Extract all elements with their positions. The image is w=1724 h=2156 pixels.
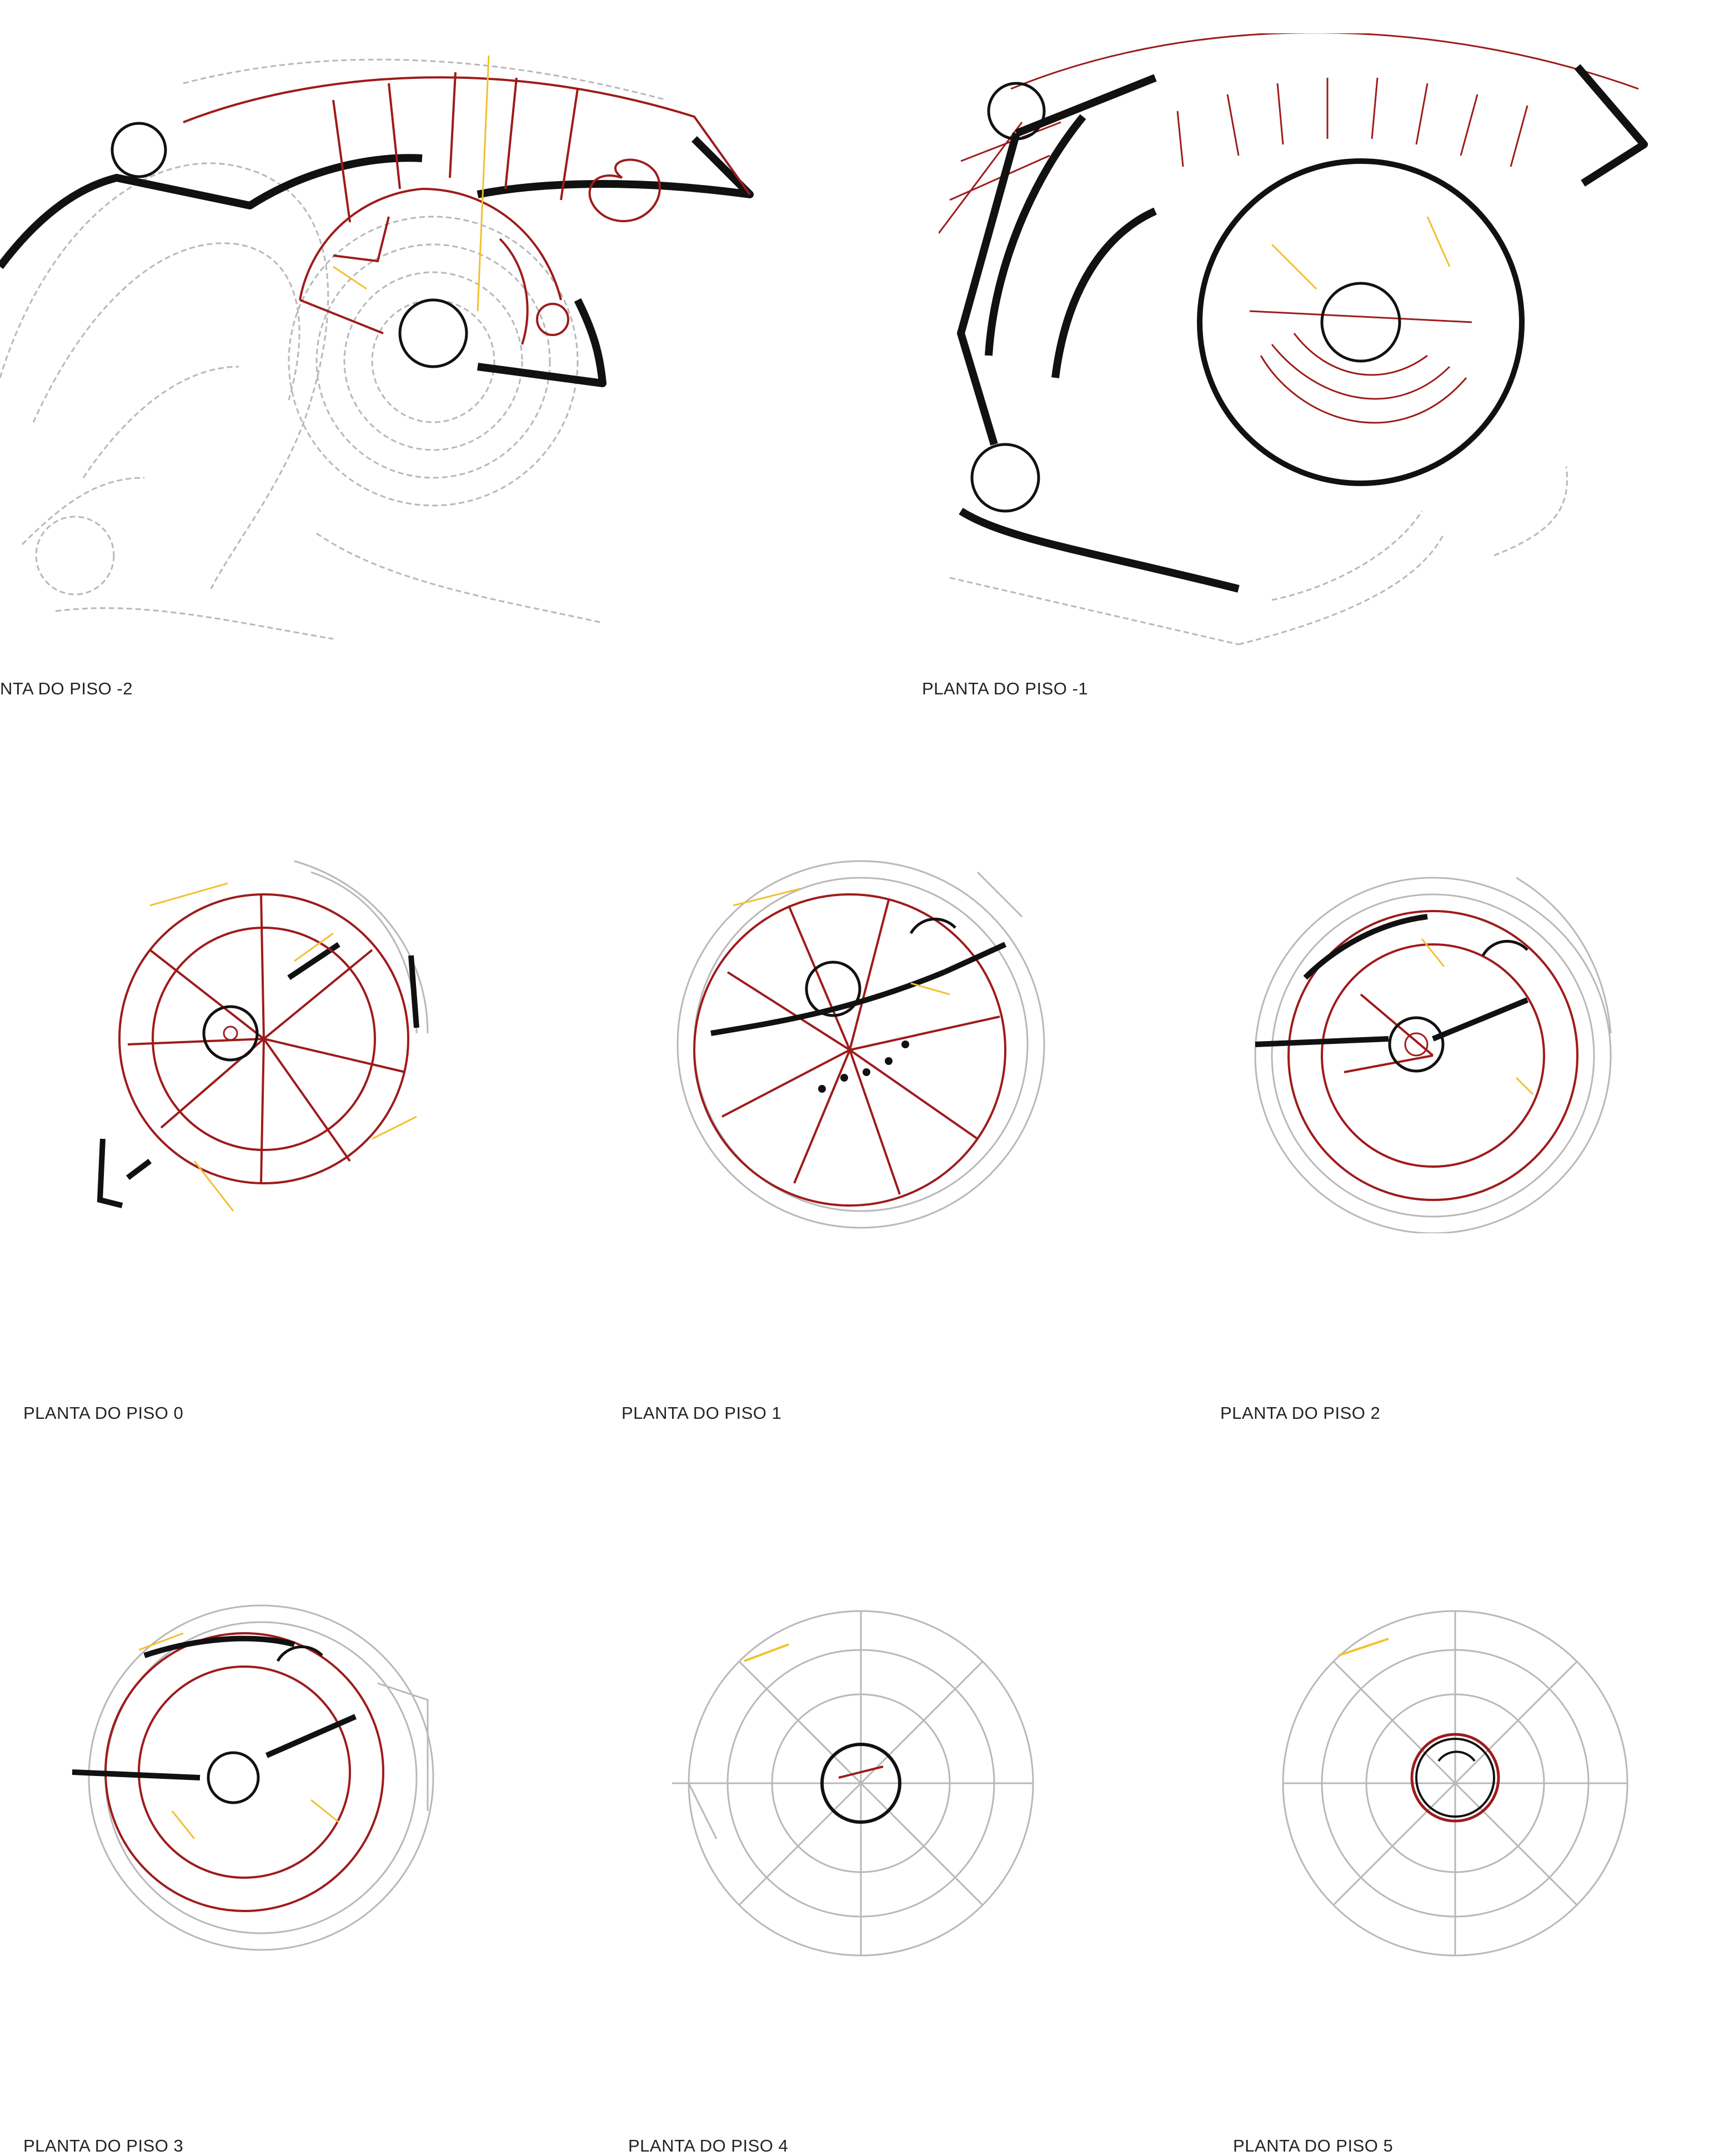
wall-lines — [72, 1635, 357, 1780]
context-outline — [672, 1610, 1034, 1957]
wall-lines — [957, 64, 1648, 593]
plan-piso-5 — [1261, 1594, 1638, 1972]
core — [970, 82, 1401, 513]
wall-lines — [0, 136, 754, 387]
interior-lines — [104, 1632, 384, 1912]
core — [1415, 1738, 1495, 1818]
wall-lines — [710, 942, 1007, 1036]
columns — [818, 1041, 909, 1093]
core-marker — [1404, 1032, 1429, 1057]
core — [111, 122, 468, 368]
context-outline — [949, 466, 1568, 646]
core — [805, 917, 956, 1017]
core — [207, 1645, 323, 1804]
plan-caption: PLANTA DO PISO 3 — [23, 2136, 184, 2155]
circulation-lines — [138, 1632, 339, 1839]
context-outline — [1254, 877, 1612, 1233]
plan-piso-0 — [83, 850, 444, 1228]
circulation-lines — [1338, 1638, 1389, 1657]
core-ring — [1410, 1733, 1500, 1823]
plan-piso-1 — [666, 850, 1055, 1239]
circulation-lines — [1271, 216, 1451, 290]
circulation-lines — [149, 882, 417, 1212]
core — [202, 1005, 259, 1062]
drum — [1197, 158, 1525, 486]
interior-lines — [838, 1765, 884, 1779]
wall-lines — [1255, 914, 1528, 1047]
circulation-lines — [1421, 938, 1534, 1095]
context-outline — [676, 860, 1045, 1229]
circulation-lines — [333, 55, 490, 312]
plan-caption: PLANTA DO PISO 5 — [1233, 2136, 1394, 2155]
plan-caption: PLANTA DO PISO 2 — [1220, 1403, 1381, 1423]
interior-lines — [183, 72, 751, 345]
core — [820, 1743, 901, 1824]
context-outline — [1282, 1610, 1628, 1957]
circulation-lines — [744, 1643, 789, 1662]
circulation-lines — [733, 888, 950, 996]
plan-piso-3 — [61, 1589, 450, 1955]
core — [1388, 939, 1528, 1073]
plan-piso-minus-1 — [939, 33, 1724, 678]
plan-piso-minus-2 — [0, 0, 778, 656]
plan-caption: PLANTA DO PISO 0 — [23, 1403, 184, 1423]
plan-caption: PLANTA DO PISO 1 — [622, 1403, 782, 1423]
plan-piso-4 — [661, 1600, 1039, 1967]
plan-piso-2 — [1250, 856, 1616, 1233]
context-outline — [0, 58, 667, 640]
plan-caption: PLANTA DO PISO 4 — [628, 2136, 789, 2155]
interior-lines — [118, 893, 409, 1184]
plan-caption: NTA DO PISO -2 — [0, 679, 133, 698]
interior-lines — [939, 33, 1639, 424]
core-marker — [223, 1026, 238, 1041]
interior-lines — [693, 893, 1006, 1207]
plan-caption: PLANTA DO PISO -1 — [922, 679, 1089, 698]
